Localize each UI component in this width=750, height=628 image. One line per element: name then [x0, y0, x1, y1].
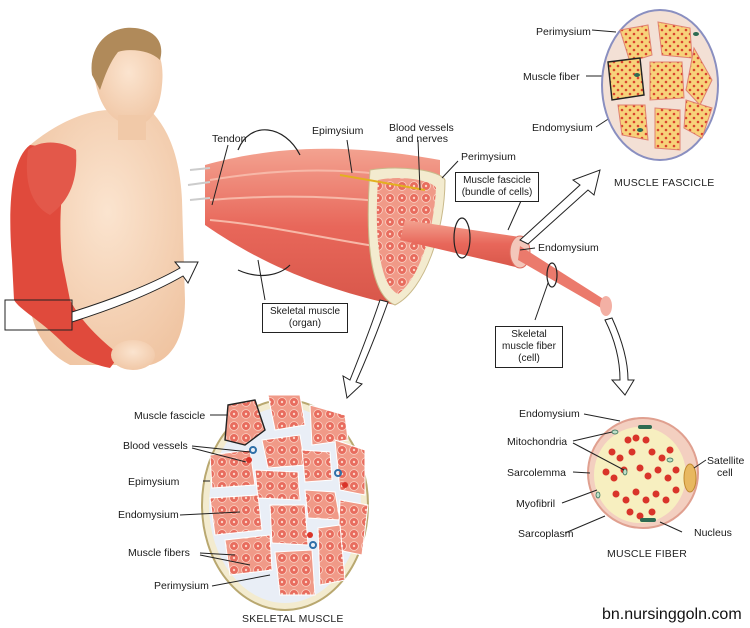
- fiber-label-satellite-line1: Satellite: [707, 455, 745, 467]
- box-fiber-line2: muscle fiber: [502, 341, 556, 352]
- box-skeletal-muscle-fiber: Skeletal muscle fiber (cell): [495, 326, 563, 368]
- fascicle-cylinder: [400, 217, 612, 316]
- fascicle-label-perimysium: Perimysium: [536, 26, 591, 38]
- box-skeletal-muscle-organ: Skeletal muscle (organ): [262, 303, 348, 333]
- label-epimysium: Epimysium: [312, 125, 364, 137]
- box-muscle-fascicle-line2: (bundle of cells): [461, 187, 533, 198]
- fascicle-label-endomysium: Endomysium: [532, 122, 593, 134]
- fiber-label-myofibril: Myofibril: [516, 498, 556, 510]
- fiber-label-nucleus: Nucleus: [694, 527, 732, 539]
- fascicle-label-muscle-fiber: Muscle fiber: [523, 71, 580, 83]
- box-fiber-line1: Skeletal: [511, 329, 547, 340]
- label-endomysium: Endomysium: [538, 242, 599, 254]
- skeletal-muscle-cross-section: [201, 394, 369, 611]
- fiber-label-mitochondria: Mitochondria: [507, 436, 568, 448]
- label-perimysium: Perimysium: [461, 151, 516, 163]
- fascicle-cross-section: [601, 9, 719, 161]
- skeletal-label-blood-vessels: Blood vessels: [123, 440, 188, 452]
- fiber-label-endomysium: Endomysium: [519, 408, 580, 420]
- skeletal-label-endomysium: Endomysium: [118, 509, 179, 521]
- label-blood-vessels-nerves-line1: Blood vessels: [389, 122, 454, 134]
- box-organ-line2: (organ): [288, 318, 322, 329]
- skeletal-label-perimysium: Perimysium: [154, 580, 209, 592]
- caption-muscle-fiber: MUSCLE FIBER: [607, 548, 687, 560]
- skeletal-label-epimysium: Epimysium: [128, 476, 180, 488]
- label-tendon: Tendon: [212, 133, 247, 145]
- box-muscle-fascicle-line1: Muscle fascicle: [463, 175, 531, 186]
- skeletal-callouts: [179, 414, 271, 587]
- box-fiber-line3: (cell): [518, 353, 540, 364]
- fiber-label-satellite-line2: cell: [717, 467, 733, 479]
- caption-muscle-fascicle: MUSCLE FASCICLE: [614, 177, 715, 189]
- muscle-fiber-cross-section: [587, 417, 699, 529]
- box-muscle-fascicle: Muscle fascicle (bundle of cells): [455, 172, 539, 202]
- human-figure: [4, 27, 199, 370]
- caption-skeletal-muscle: SKELETAL MUSCLE: [242, 613, 344, 625]
- watermark: bn.nursinggoln.com: [602, 606, 742, 623]
- box-organ-line1: Skeletal muscle: [269, 306, 341, 317]
- skeletal-label-muscle-fascicle: Muscle fascicle: [134, 410, 206, 422]
- skeletal-label-muscle-fibers: Muscle fibers: [128, 547, 190, 559]
- fiber-label-sarcolemma: Sarcolemma: [507, 467, 566, 479]
- fiber-callouts: [561, 413, 707, 534]
- label-blood-vessels-nerves-line2: and nerves: [396, 133, 448, 145]
- muscle-organ: [187, 129, 446, 306]
- arrows: [342, 169, 635, 399]
- fiber-label-sarcoplasm: Sarcoplasm: [518, 528, 574, 540]
